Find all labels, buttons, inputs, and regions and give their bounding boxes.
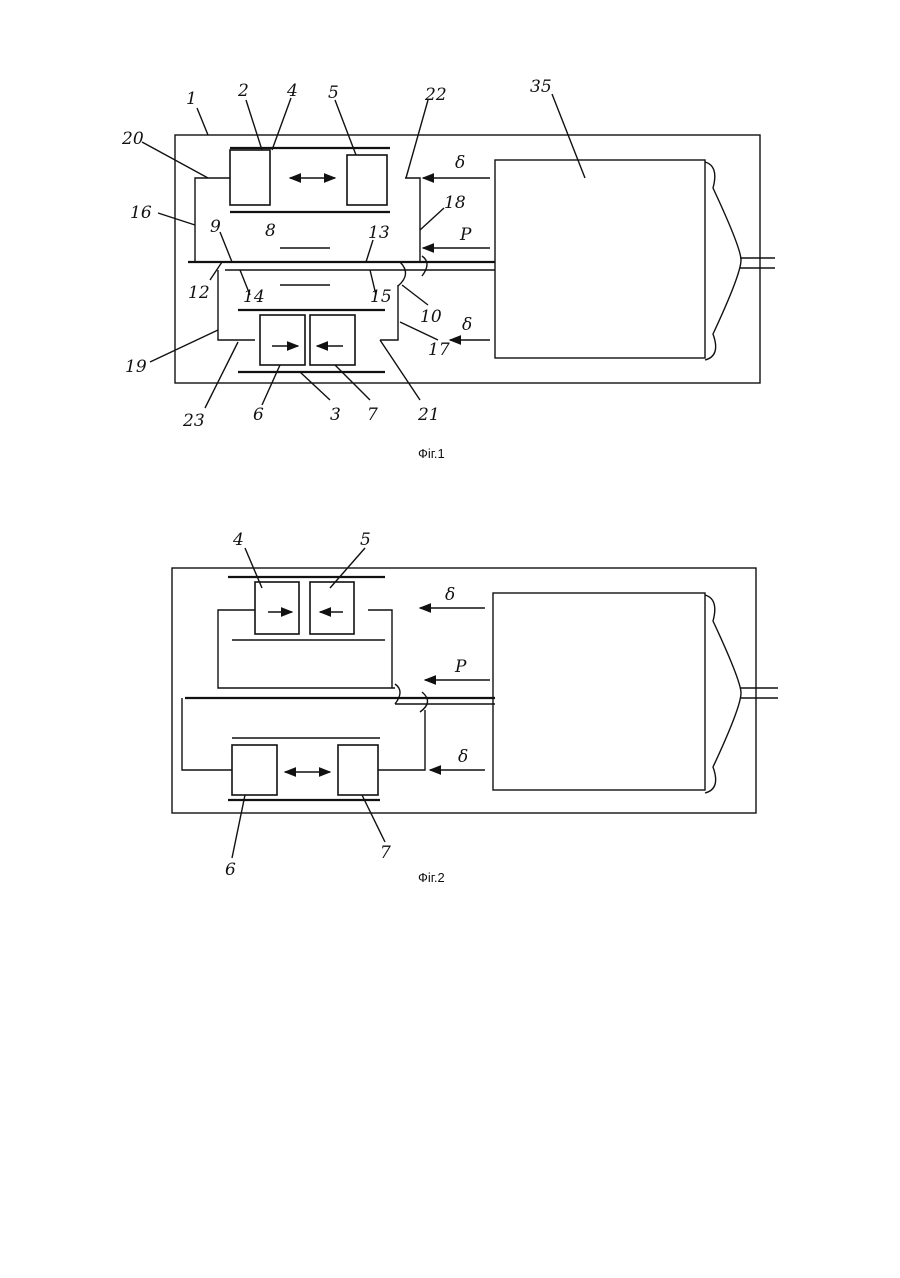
- delta-label-lower-2: δ: [458, 747, 468, 767]
- ref-16: 16: [130, 203, 152, 223]
- piston-6: [232, 745, 277, 795]
- ref2-7: 7: [380, 843, 391, 863]
- engine-block-2: [493, 593, 778, 793]
- ref-19: 19: [125, 357, 147, 377]
- piston-2: [230, 150, 270, 205]
- ref-21: 21: [417, 405, 440, 425]
- delta-label-lower: δ: [462, 315, 472, 335]
- ref2-6: 6: [225, 860, 236, 880]
- ref-18: 18: [444, 193, 466, 213]
- leader-lines-fig1: [142, 94, 585, 408]
- ref-23: 23: [182, 411, 205, 431]
- ref-22: 22: [424, 85, 447, 105]
- piston-5: [310, 582, 354, 634]
- piston-6: [260, 315, 305, 365]
- ref-1: 1: [186, 89, 197, 109]
- ref-20: 20: [121, 129, 144, 149]
- ref2-5: 5: [360, 530, 371, 550]
- ref-9: 9: [210, 217, 221, 237]
- delta-label-upper: δ: [455, 153, 465, 173]
- pressure-label-2: P: [454, 657, 467, 677]
- figure-1: δ P δ 1 2: [121, 77, 775, 461]
- ref-2: 2: [237, 81, 249, 101]
- piston-4: [255, 582, 299, 634]
- figure-2-caption: Фіг.2: [418, 870, 445, 885]
- ref-7: 7: [367, 405, 378, 425]
- ref2-4: 4: [232, 530, 244, 550]
- piston-7: [310, 315, 355, 365]
- delta-label-upper-2: δ: [445, 585, 455, 605]
- upper-chamber-2: [218, 577, 395, 688]
- ref-5: 5: [328, 83, 339, 103]
- piston-5: [347, 155, 387, 205]
- ref-13: 13: [368, 223, 390, 243]
- ref-6: 6: [253, 405, 264, 425]
- engine-block-35: [495, 160, 775, 360]
- reference-numerals-fig1: 1 2 4 5 22 35 20 16 18 9 8 13 12 14 15 1…: [121, 77, 552, 431]
- ref-15: 15: [370, 287, 392, 307]
- ref-3: 3: [330, 405, 341, 425]
- ref-10: 10: [420, 307, 442, 327]
- piston-7: [338, 745, 378, 795]
- channel: [188, 256, 495, 286]
- ref-8: 8: [265, 221, 276, 241]
- lower-chamber: [218, 270, 398, 372]
- pressure-label: P: [459, 225, 472, 245]
- ref-14: 14: [243, 287, 265, 307]
- ref-17: 17: [428, 340, 450, 360]
- lower-chamber-2: [182, 698, 425, 800]
- figure-2: δ P δ 4 5 6 7 Фіг.2: [172, 530, 778, 885]
- figure-1-caption: Фіг.1: [418, 446, 445, 461]
- upper-chamber: [195, 148, 420, 262]
- ref-4: 4: [286, 81, 298, 101]
- ref-35: 35: [530, 77, 552, 97]
- ref-12: 12: [188, 283, 210, 303]
- reference-numerals-fig2: 4 5 6 7: [225, 530, 391, 880]
